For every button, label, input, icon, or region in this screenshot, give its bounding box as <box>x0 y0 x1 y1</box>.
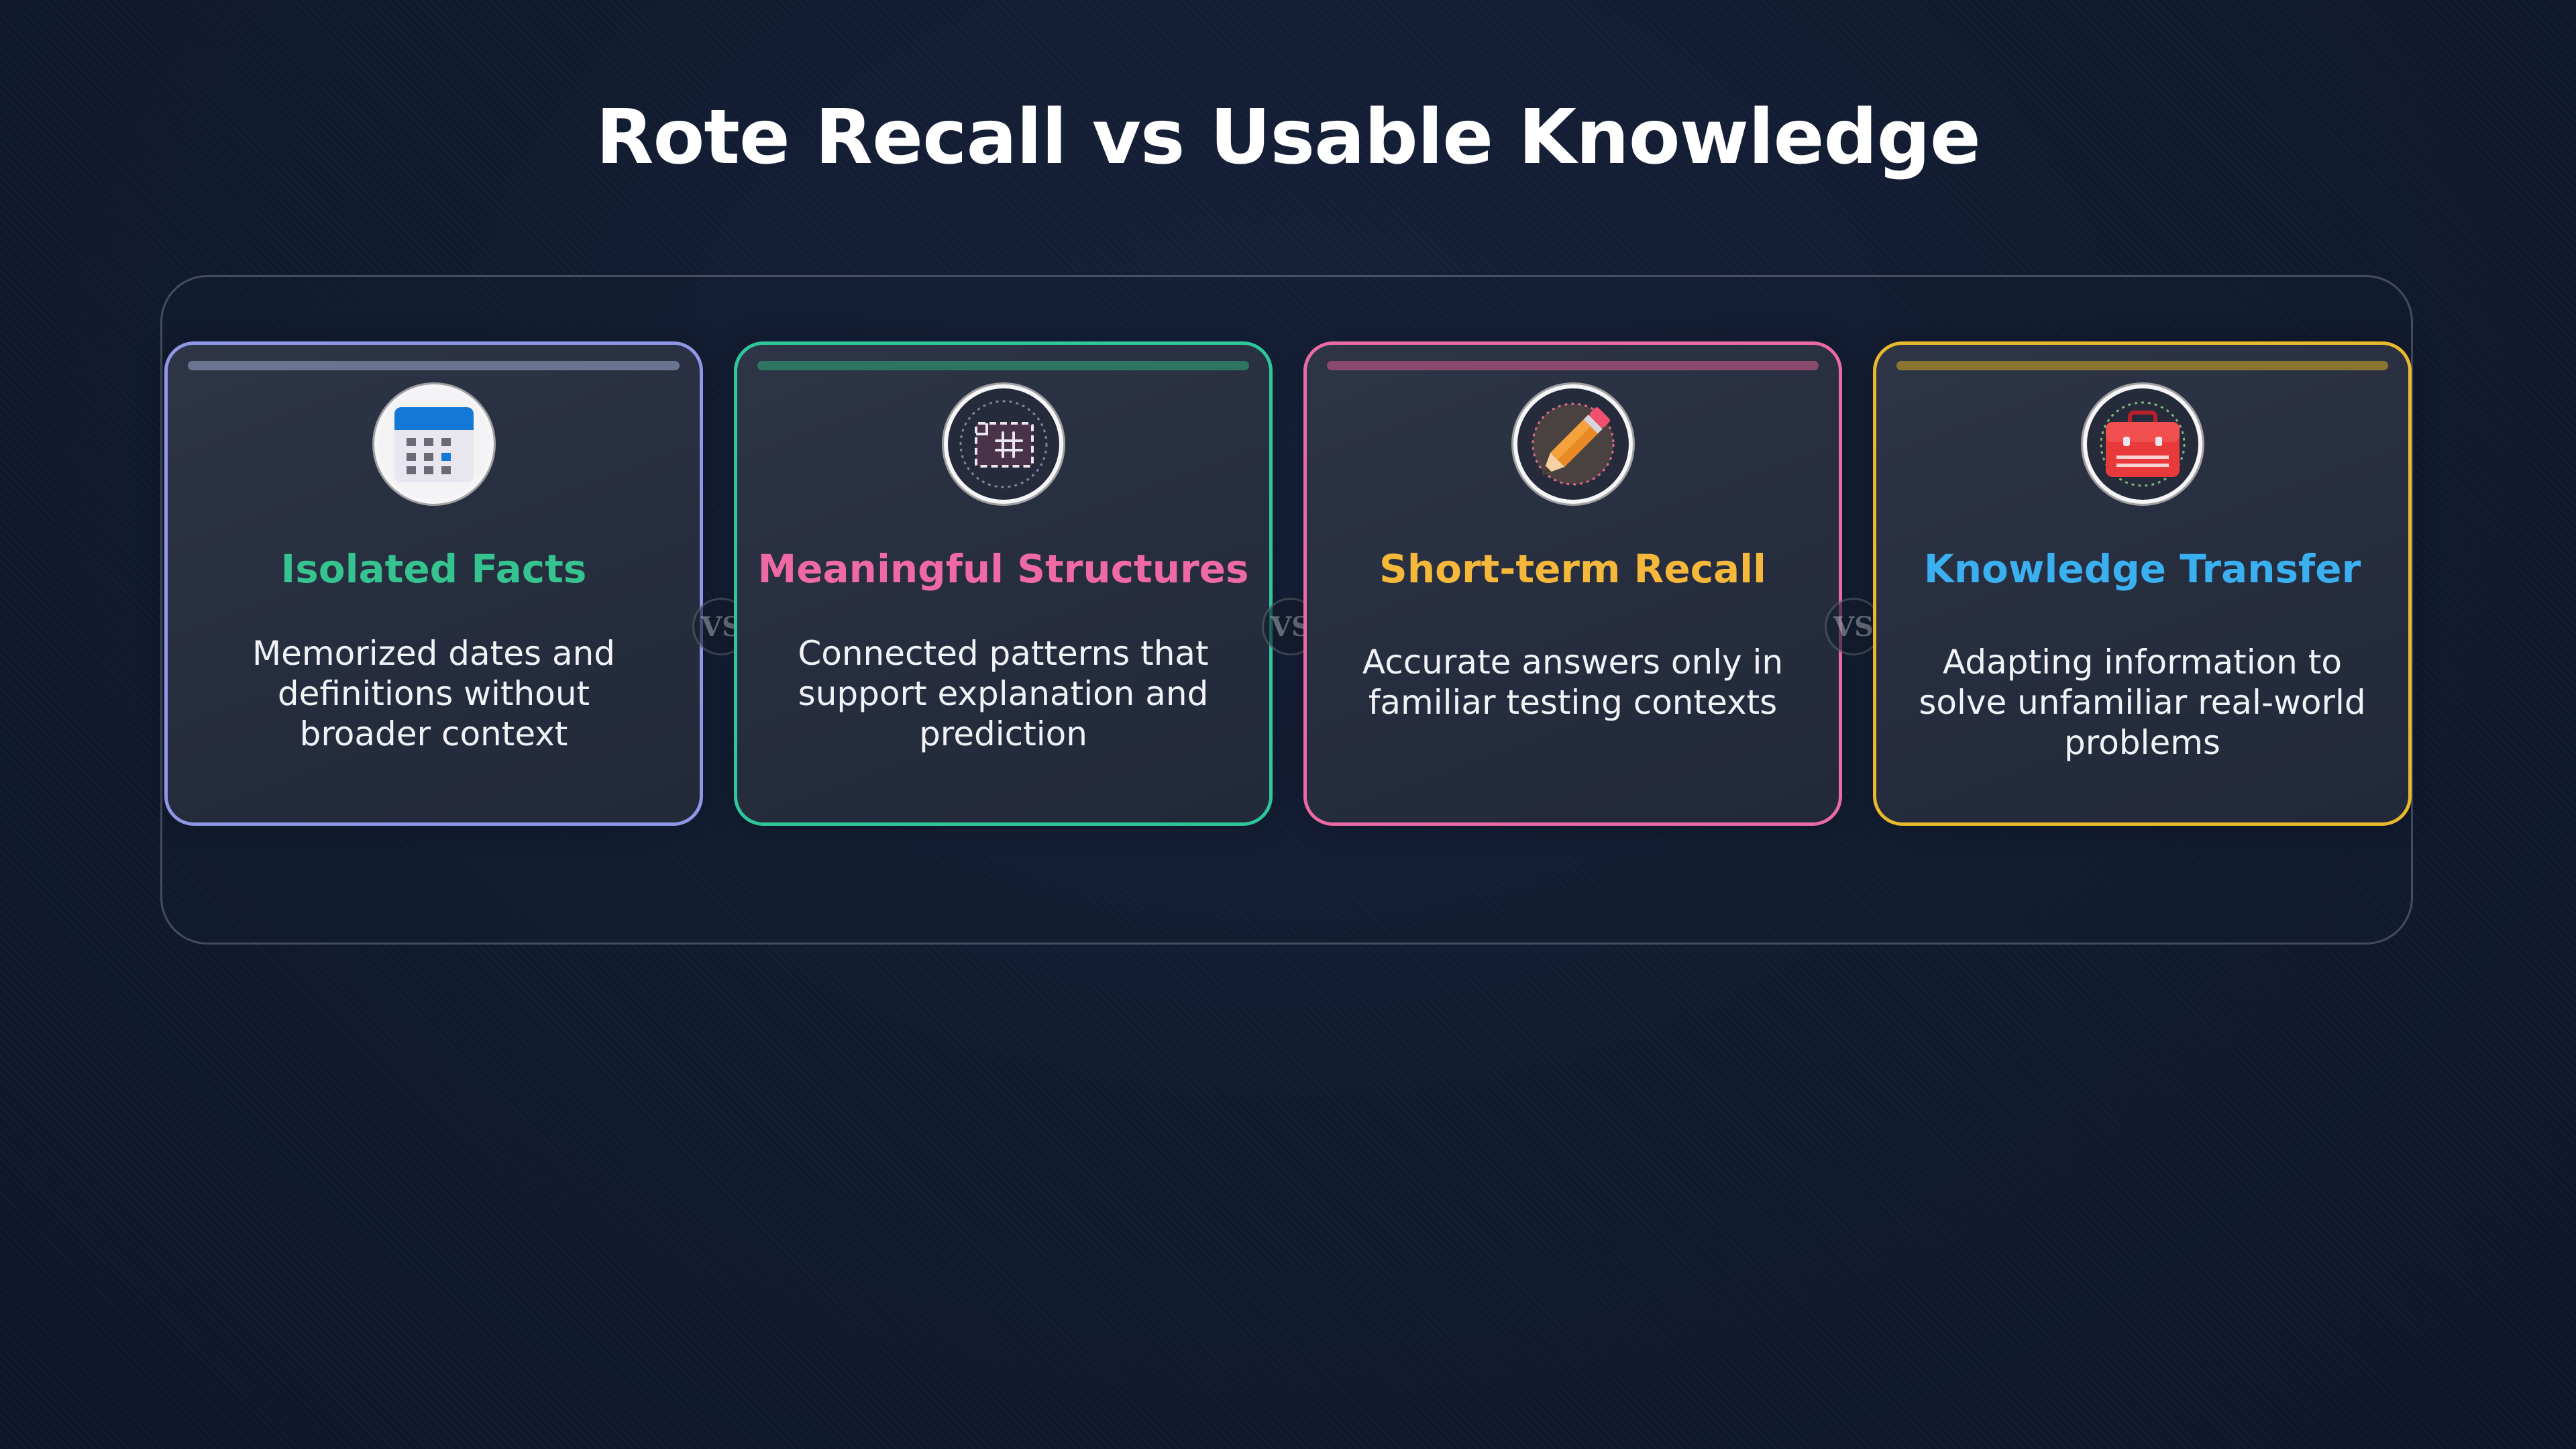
card-accent-bar <box>757 361 1249 370</box>
card-meaningful-structures: Meaningful Structures Connected patterns… <box>734 341 1273 826</box>
card-knowledge-transfer: Knowledge Transfer Adapting information … <box>1873 341 2412 826</box>
card-isolated-facts: Isolated Facts Memorized dates and defin… <box>164 341 703 826</box>
card-description: Connected patterns that support explanat… <box>798 634 1209 753</box>
card-short-term-recall: Short-term Recall Accurate answers only … <box>1303 341 1842 826</box>
toolbox-icon <box>2080 382 2204 506</box>
card-description: Adapting information to solve unfamiliar… <box>1919 643 2366 762</box>
card-accent-bar <box>1327 361 1819 370</box>
page-title: Rote Recall vs Usable Knowledge <box>596 94 1981 181</box>
card-accent-bar <box>1896 361 2388 370</box>
calendar-icon <box>372 382 496 506</box>
card-title: Knowledge Transfer <box>1923 546 2361 592</box>
card-accent-bar <box>188 361 680 370</box>
pencil-icon <box>1511 382 1635 506</box>
blueprint-icon <box>941 382 1065 506</box>
card-description: Accurate answers only in familiar testin… <box>1362 643 1784 722</box>
card-description: Memorized dates and definitions without … <box>252 634 616 753</box>
card-title: Isolated Facts <box>280 546 587 592</box>
card-title: Short-term Recall <box>1379 546 1766 592</box>
card-title: Meaningful Structures <box>757 546 1249 592</box>
